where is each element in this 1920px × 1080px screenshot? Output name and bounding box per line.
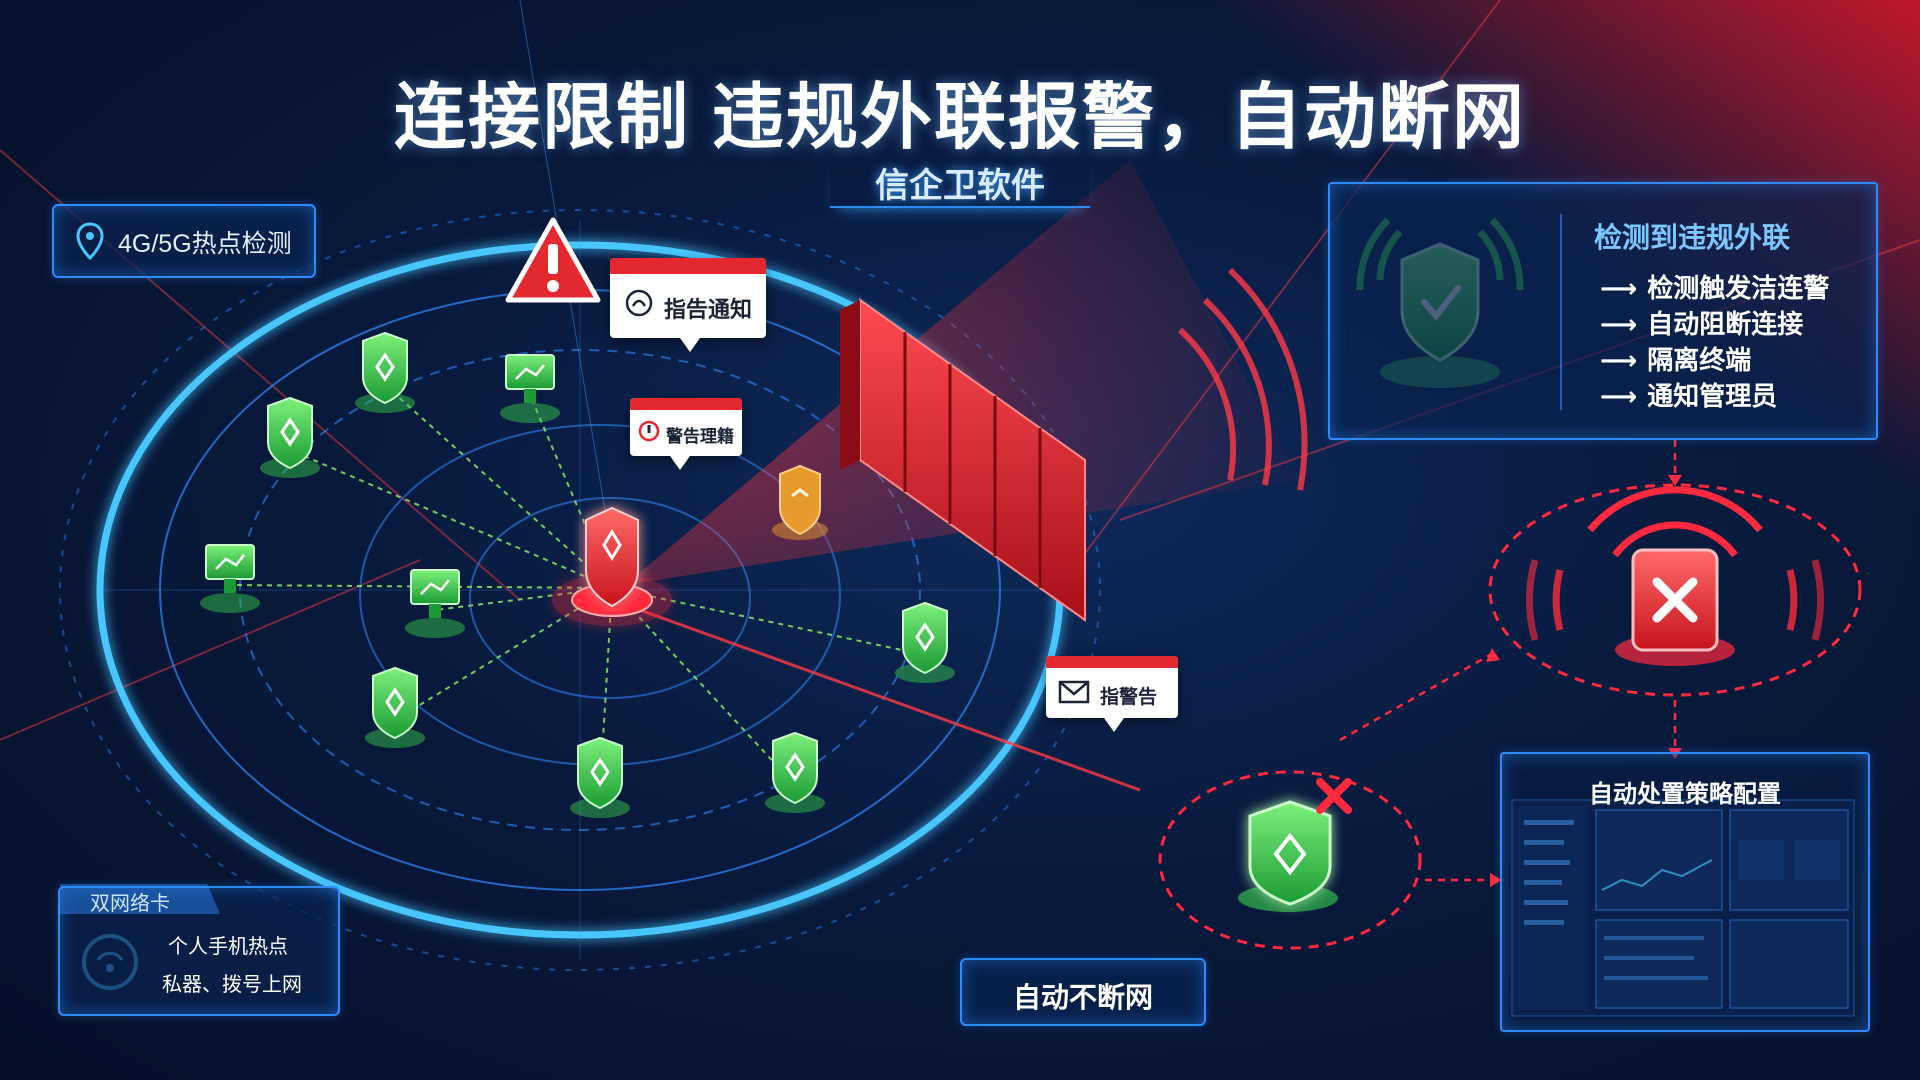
info-item: ⟶ 通知管理员 [1600,376,1777,413]
info-item-text: 隔离终端 [1647,345,1752,375]
alert-record-bubble: 警告理籍 [630,398,742,470]
green-shield-node [365,666,425,748]
info-item: ⟶ 检测触发洁连警 [1600,268,1829,305]
green-shield-node [260,396,320,478]
flow-arrows [1339,440,1677,882]
warning-terminal-node [772,464,828,540]
auto-network-button[interactable]: 自动不断网 [960,958,1206,1026]
page-subtitle: 信企卫软件 [875,167,1045,205]
warning-triangle-icon [505,217,601,303]
alarm-notice-bubble: 指告通知 [610,258,766,352]
blocked-terminal-node [1158,770,1422,950]
dashboard-title: 自动处置策略配置 [1589,781,1781,808]
dual-nic-tag: 双网络卡 [60,884,220,914]
isolated-terminal-node [1488,483,1862,697]
arrow-icon: ⟶ [1600,309,1638,339]
dashboard-screen [1511,799,1855,1017]
bubble-header [630,398,742,410]
alert-icon [638,420,660,442]
dual-nic-tag-text: 双网络卡 [90,893,170,915]
firewall-wall [840,298,1086,622]
violation-info-panel: 检测到违规外联 ⟶ 检测触发洁连警 ⟶ 自动阻断连接 ⟶ 隔离终端 ⟶ 通知管理员 [1328,182,1878,440]
arrow-icon: ⟶ [1600,345,1638,375]
bubble-header [610,258,766,274]
green-shield-node [355,331,415,413]
info-item-text: 通知管理员 [1647,381,1778,411]
info-item-text: 检测触发洁连警 [1647,273,1830,303]
panel-divider [1560,214,1562,410]
location-pin-icon [76,222,104,260]
info-item-text: 自动阻断连接 [1647,309,1804,339]
green-shield-node [570,736,630,818]
hotspot-detection-label: 4G/5G热点检测 [52,204,316,278]
info-title: 检测到违规外联 [1594,222,1791,253]
hotspot-line: 个人手机热点 [168,936,288,958]
green-monitor-node [500,354,560,423]
block-x-icon [1316,778,1352,814]
dialup-line: 私器、拨号上网 [162,974,302,996]
arrow-icon: ⟶ [1600,273,1638,303]
red-laser-line [611,598,1141,792]
envelope-icon [1058,680,1090,704]
subtitle-frame: 信企卫软件 [830,158,1090,208]
green-monitor-node [405,569,465,638]
bubble-header [1046,656,1178,668]
alarm-icon [625,289,653,317]
info-item: ⟶ 自动阻断连接 [1600,304,1803,341]
auto-network-button-label: 自动不断网 [1012,982,1153,1013]
green-shield-node [765,731,825,813]
dual-nic-panel: 个人手机热点 私器、拨号上网 [58,886,340,1016]
bubble-tail [670,456,690,470]
safe-terminal-nodes [200,331,955,818]
bubble-text: 指警告 [1100,687,1158,708]
arrow-icon: ⟶ [1600,381,1638,411]
green-shield-node [895,601,955,683]
hotspot-detection-text: 4G/5G热点检测 [118,230,292,258]
bubble-text: 指告通知 [664,297,753,322]
bubble-text: 警告理籍 [666,427,734,446]
page-title: 连接限制 违规外联报警，自动断网 [393,78,1526,158]
bubble-tail [680,338,700,352]
info-item: ⟶ 隔离终端 [1600,340,1751,377]
warning-mail-bubble: 指警告 [1046,656,1178,732]
green-monitor-node [200,544,260,613]
auto-policy-dashboard: 自动处置策略配置 [1500,752,1870,1032]
alert-arcs [1177,267,1308,491]
bubble-tail [1104,718,1124,732]
violating-terminal-node [552,506,672,626]
